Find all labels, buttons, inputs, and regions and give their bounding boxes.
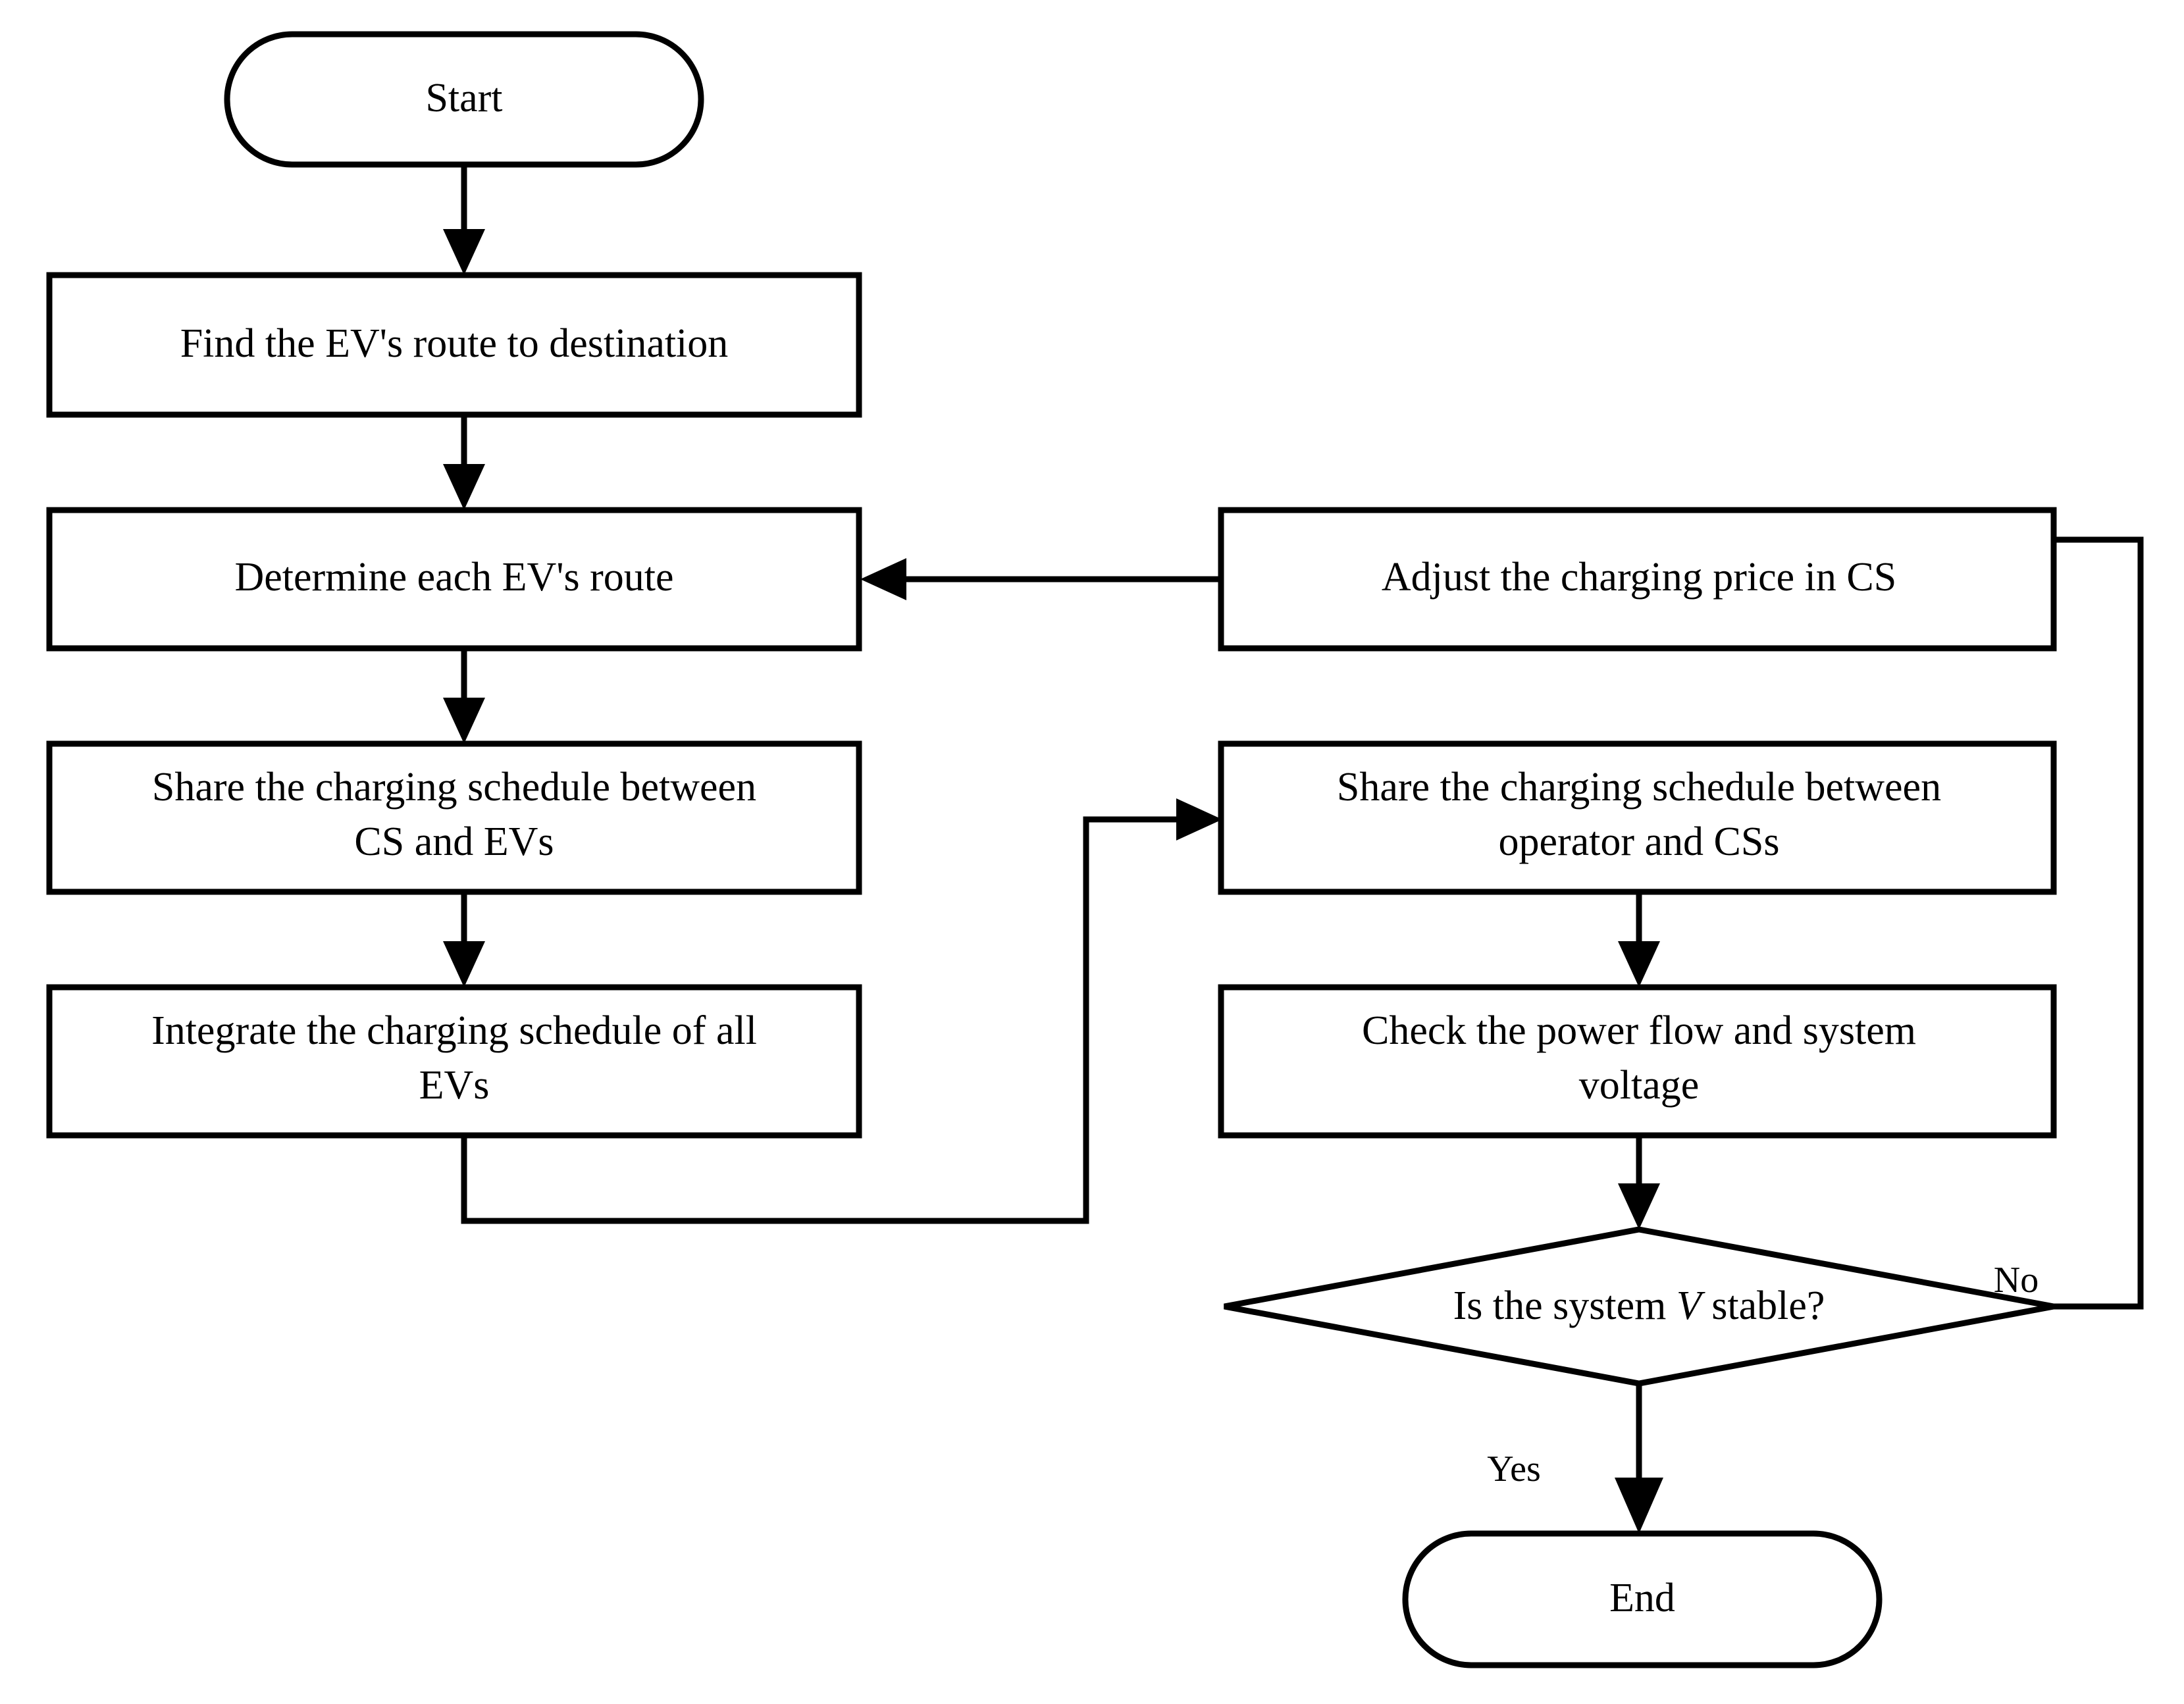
share-cs-evs-label-line2: CS and EVs <box>354 819 554 864</box>
share-cs-evs-label-line1: Share the charging schedule between <box>152 765 756 810</box>
share-cs-evs-box-shape <box>46 740 862 895</box>
start-terminal-shape <box>224 31 704 168</box>
decision-diamond-shape <box>1224 1226 2054 1387</box>
arrow-head-icon <box>1618 941 1660 987</box>
edge-decision-yes-to-end <box>1615 1382 1663 1534</box>
edge-label-no: No <box>1994 1260 2039 1301</box>
arrow-head-icon <box>443 229 485 275</box>
node-integrate[interactable]: Integrate the charging schedule of all E… <box>46 984 862 1139</box>
arrow-head-icon <box>443 464 485 510</box>
arrow-head-icon <box>1615 1478 1663 1534</box>
node-share-cs-evs[interactable]: Share the charging schedule between CS a… <box>46 740 862 895</box>
integrate-label-line1: Integrate the charging schedule of all <box>151 1008 757 1053</box>
share-operator-css-box-shape <box>1218 740 2057 895</box>
determine-route-label: Determine each EV's route <box>234 555 673 600</box>
decision-label-variable: V <box>1677 1283 1705 1328</box>
edge-share-operator-css-to-check-power-flow <box>1618 892 1660 987</box>
determine-route-box-shape <box>46 507 862 652</box>
adjust-price-box-shape <box>1218 507 2057 652</box>
node-check-power-flow[interactable]: Check the power flow and system voltage <box>1218 984 2057 1139</box>
find-route-label: Find the EV's route to destination <box>180 321 729 366</box>
decision-label-suffix: stable? <box>1702 1283 1825 1328</box>
edge-integrate-to-share-operator-css <box>461 798 1222 1224</box>
edge-share-cs-evs-to-integrate <box>443 892 485 987</box>
edge-find-route-to-determine-route <box>443 415 485 510</box>
edge-check-power-flow-to-decision <box>1618 1135 1660 1229</box>
integrate-box-shape <box>46 984 862 1139</box>
node-find-route[interactable]: Find the EV's route to destination <box>46 272 862 418</box>
edge-determine-route-to-share-cs-evs <box>443 648 485 744</box>
start-label: Start <box>425 76 502 120</box>
check-power-flow-label-line1: Check the power flow and system <box>1362 1008 1916 1053</box>
integrate-label-line2: EVs <box>419 1063 490 1108</box>
node-adjust-price[interactable]: Adjust the charging price in CS <box>1218 507 2057 652</box>
check-power-flow-label-line2: voltage <box>1579 1063 1700 1108</box>
decision-label-prefix: Is the system <box>1453 1283 1677 1328</box>
check-power-flow-box-shape <box>1218 984 2057 1139</box>
decision-label: Is the system V stable? <box>1453 1283 1825 1328</box>
edge-start-to-find-route <box>443 165 485 275</box>
share-operator-css-label-line1: Share the charging schedule between <box>1337 765 1941 810</box>
arrow-head-icon <box>860 558 906 600</box>
arrow-head-icon <box>1618 1183 1660 1229</box>
edge-adjust-price-to-determine-route <box>860 558 1221 600</box>
end-terminal-shape <box>1402 1530 1883 1668</box>
adjust-price-label: Adjust the charging price in CS <box>1382 555 1896 600</box>
find-route-box-shape <box>46 272 862 418</box>
node-share-operator-css[interactable]: Share the charging schedule between oper… <box>1218 740 2057 895</box>
node-end[interactable]: End <box>1402 1530 1883 1668</box>
share-operator-css-label-line2: operator and CSs <box>1498 819 1779 864</box>
arrow-head-icon <box>443 941 485 987</box>
arrow-head-icon <box>443 698 485 744</box>
node-decision-system-v-stable[interactable]: Is the system V stable? <box>1224 1226 2054 1387</box>
end-label: End <box>1609 1576 1675 1620</box>
node-determine-route[interactable]: Determine each EV's route <box>46 507 862 652</box>
node-start[interactable]: Start <box>224 31 704 168</box>
arrow-head-icon <box>1176 798 1222 840</box>
edge-label-yes: Yes <box>1487 1449 1540 1489</box>
